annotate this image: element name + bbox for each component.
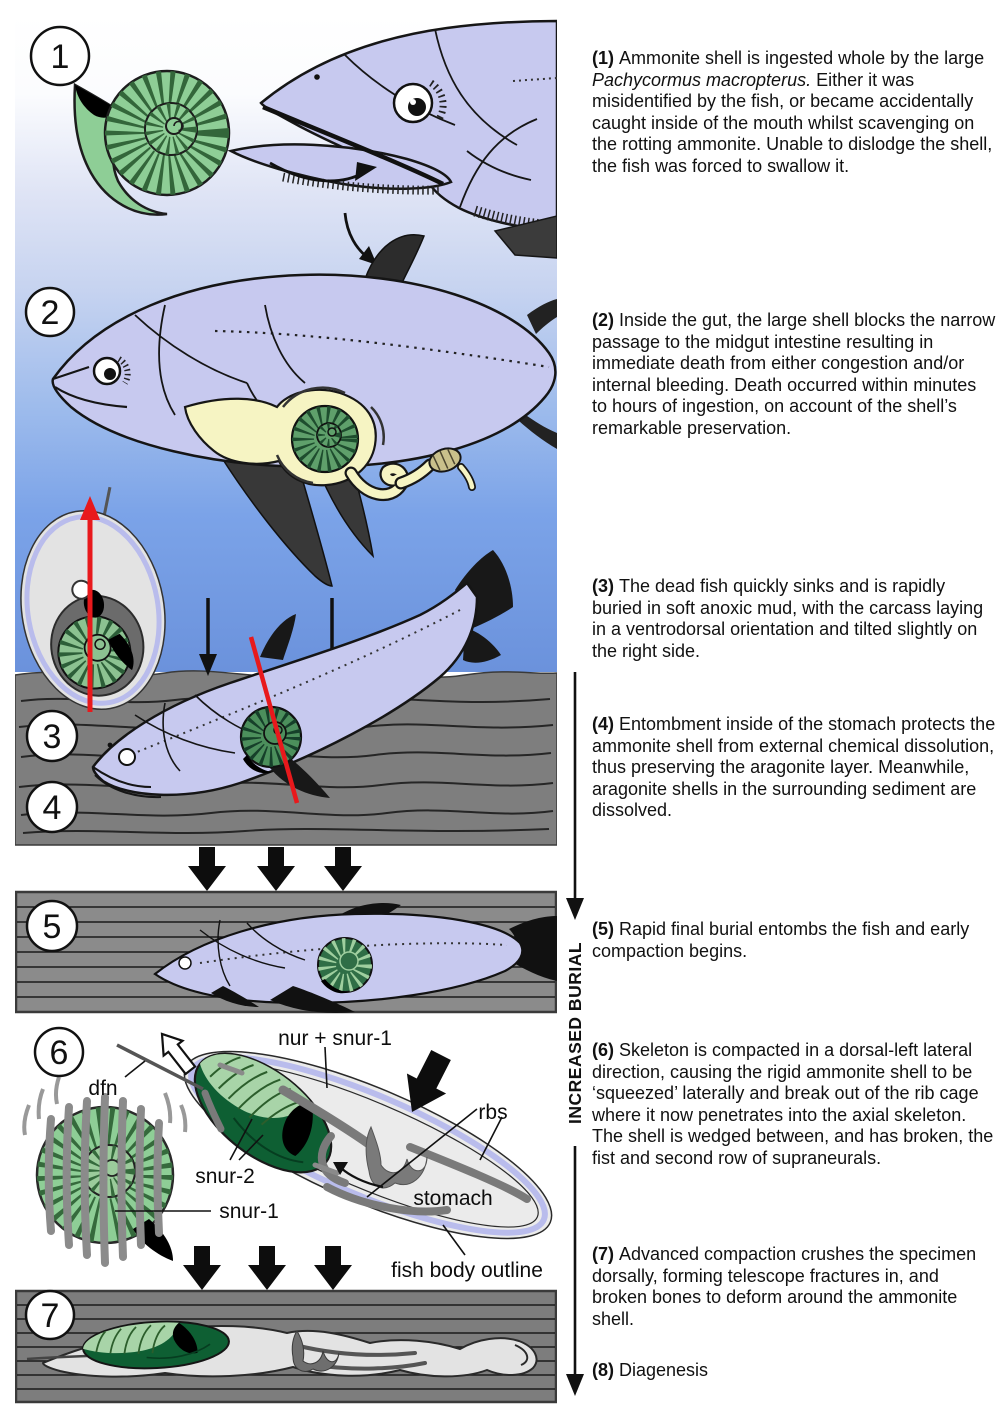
step-text-5: (5)Rapid final burial entombs the fish a…: [592, 919, 970, 961]
panel-number-2: 2: [41, 294, 60, 332]
label-rbs: rbs: [478, 1101, 507, 1124]
step-text-8: (8)Diagenesis: [592, 1360, 709, 1380]
y-shaped-bone: [365, 1125, 428, 1189]
burial-axis-label: INCREASED BURIAL: [565, 941, 585, 1125]
shell-displacement-arrow: [333, 1162, 384, 1189]
displacement-open-arrow: [160, 1032, 197, 1076]
panel-number-circle-5: [25, 899, 79, 953]
panel-1-illustration: 1: [29, 19, 557, 265]
step-number-6: (6): [592, 1040, 614, 1060]
burial-arrows-row-1: [188, 847, 362, 891]
panel-number-circle-4: [25, 780, 79, 834]
step-text-2: (2)Inside the gut, the large shell block…: [592, 310, 996, 438]
step-text-6: (6)Skeleton is compacted in a dorsal-lef…: [592, 1040, 994, 1168]
burial-axis-arrow: [566, 672, 584, 1396]
label-dfn: dfn: [88, 1077, 117, 1100]
panel-number-4: 4: [43, 789, 62, 827]
ammonite-with-ribs: [22, 1076, 188, 1267]
y-bone-7: [291, 1330, 340, 1372]
panel-number-6: 6: [50, 1034, 69, 1072]
step-text-4: (4)Entombment inside of the stomach prot…: [592, 714, 996, 820]
dead-fish: [91, 550, 513, 804]
ammonite-in-stomach: [275, 386, 385, 485]
panel-7-illustration: 7: [15, 1289, 557, 1404]
jaw-motion-arrow: [343, 212, 377, 265]
label-fish-body-outline: fish body outline: [391, 1259, 543, 1282]
compaction-direction-arrow: [406, 1049, 451, 1112]
step-number-7: (7): [592, 1244, 614, 1264]
step-text-1: (1)Ammonite shell is ingested whole by t…: [592, 48, 993, 176]
panel-number-circle-6: [33, 1026, 85, 1078]
ingestion-arrow: [269, 161, 377, 183]
label-snur2: snur-2: [195, 1165, 255, 1188]
panel-number-3: 3: [43, 718, 62, 756]
step-number-3: (3): [592, 576, 614, 596]
panel-5-illustration: 5: [15, 890, 557, 1014]
fish-eye-3: [118, 748, 136, 766]
label-snur1: snur-1: [219, 1200, 279, 1223]
step-number-5: (5): [592, 919, 614, 939]
panel-number-1: 1: [51, 38, 70, 76]
panel-6-illustration: nur + snur-1 dfn rbs snur-2 stomach snur…: [22, 1026, 553, 1282]
compaction-plane-line: [248, 636, 300, 804]
panel-3-4-illustration: 3 4: [15, 486, 557, 846]
label-nur-snur1: nur + snur-1: [278, 1027, 392, 1050]
step-number-2: (2): [592, 310, 614, 330]
panel-2-illustration: 2: [24, 234, 557, 587]
crushed-ammonite-7: [82, 1320, 230, 1370]
panel-number-circle-2: [24, 286, 76, 338]
panel-number-circle-3: [25, 709, 79, 763]
panel-number-5: 5: [43, 908, 62, 946]
panel-number-circle-1: [29, 25, 91, 87]
sinking-arrow-left: [199, 598, 217, 676]
ammonite-shell-1: [73, 69, 231, 216]
step-text-7: (7)Advanced compaction crushes the speci…: [592, 1244, 977, 1329]
ammonite-in-buried-fish: [317, 937, 373, 994]
step-number-1: (1): [592, 48, 614, 68]
burial-arrows-row-2: [183, 1246, 352, 1290]
fish-head-1: [227, 19, 557, 259]
skeleton-bones: [201, 1062, 531, 1216]
step-number-4: (4): [592, 714, 614, 734]
illustration-column: 1: [15, 15, 557, 1404]
step-number-8: (8): [592, 1360, 614, 1380]
floating-arrow-up: [80, 496, 100, 712]
panel-number-circle-7: [24, 1289, 76, 1341]
label-stomach: stomach: [413, 1187, 492, 1210]
label-leader-lines: [115, 1046, 503, 1256]
ammonite-in-dead-fish: [239, 705, 303, 774]
panel-number-7: 7: [41, 1297, 60, 1335]
dorsal-fin-spine: [116, 1043, 204, 1091]
step-text-3: (3)The dead fish quickly sinks and is ra…: [592, 576, 984, 661]
fish-eye-5: [178, 956, 192, 970]
